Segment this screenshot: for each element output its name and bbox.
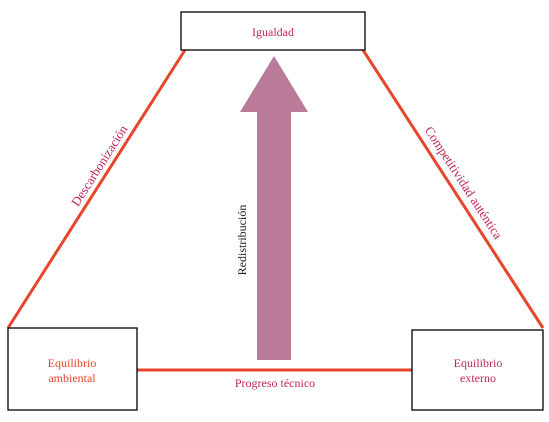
- edge-label-bottom: Progreso técnico: [235, 376, 315, 390]
- edge-line-left: [6, 49, 187, 329]
- node-label-left-line1: Equilibrio: [48, 356, 97, 370]
- node-label-left-line2: ambiental: [48, 371, 96, 385]
- arrow-label: Redistribución: [235, 205, 249, 276]
- node-box-top: [180, 11, 366, 51]
- node-label-right-line1: Equilibrio: [454, 356, 503, 370]
- node-label-top: Igualdad: [252, 25, 294, 39]
- edge-label-right: Competitividad auténtica: [422, 123, 506, 241]
- node-box-left: [7, 327, 138, 411]
- node-box-right: [411, 329, 544, 411]
- edge-label-left: Descarbonización: [68, 122, 131, 209]
- node-label-right-line2: externo: [460, 371, 496, 385]
- edge-line-right: [361, 49, 545, 329]
- redistribution-arrow: [240, 56, 308, 360]
